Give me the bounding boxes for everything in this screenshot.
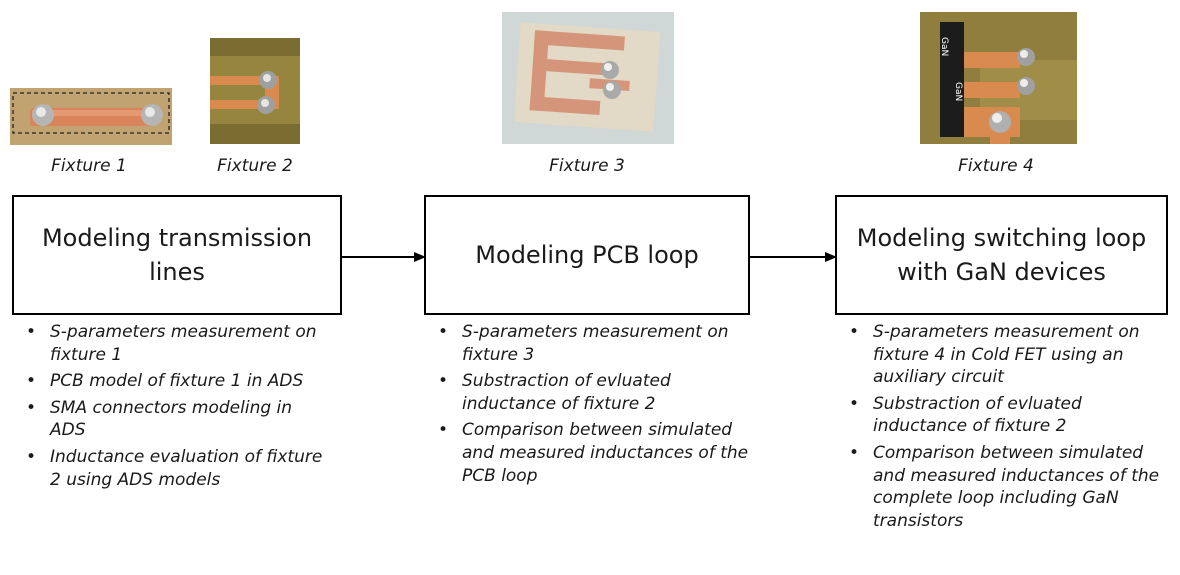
list-item: S-parameters measurement on fixture 3 [424, 321, 754, 366]
list-item: Comparison between simulated and measure… [424, 419, 754, 487]
chip-label-2: GaN [953, 82, 963, 101]
list-item: PCB model of fixture 1 in ADS [12, 370, 332, 393]
stage-1-title: Modeling transmission lines [41, 224, 313, 286]
stage-2-bullets: S-parameters measurement on fixture 3 Su… [424, 321, 754, 491]
stage-3-box: Modeling switching loop with GaN devices [835, 195, 1168, 315]
list-item: Comparison between simulated and measure… [835, 442, 1177, 532]
list-item: S-parameters measurement on fixture 1 [12, 321, 332, 366]
list-item: Substraction of evluated inductance of f… [835, 393, 1177, 438]
stage-1-bullets: S-parameters measurement on fixture 1 PC… [12, 321, 332, 495]
list-item: Substraction of evluated inductance of f… [424, 370, 754, 415]
stage-2-title: Modeling PCB loop [475, 241, 699, 269]
list-item: S-parameters measurement on fixture 4 in… [835, 321, 1177, 389]
arrow-1-to-2 [342, 252, 426, 262]
fixture-1-caption: Fixture 1 [51, 156, 127, 176]
stage-1-box: Modeling transmission lines [12, 195, 342, 315]
stage-3-bullets: S-parameters measurement on fixture 4 in… [835, 321, 1177, 536]
fixture-2-photo [210, 38, 300, 144]
fixture-3-photo [502, 12, 674, 144]
fixture-3-caption: Fixture 3 [549, 156, 625, 176]
fixture-4-photo: GaN GaN [920, 12, 1077, 144]
stage-2-box: Modeling PCB loop [424, 195, 750, 315]
chip-label-1: GaN [939, 37, 949, 56]
stage-3-title: Modeling switching loop with GaN devices [856, 224, 1147, 286]
fixture-4-caption: Fixture 4 [958, 156, 1034, 176]
arrow-2-to-3 [750, 252, 837, 262]
list-item: SMA connectors modeling in ADS [12, 397, 332, 442]
fixture-2-caption: Fixture 2 [217, 156, 293, 176]
fixture-1-photo [10, 88, 172, 145]
list-item: Inductance evaluation of fixture 2 using… [12, 446, 332, 491]
